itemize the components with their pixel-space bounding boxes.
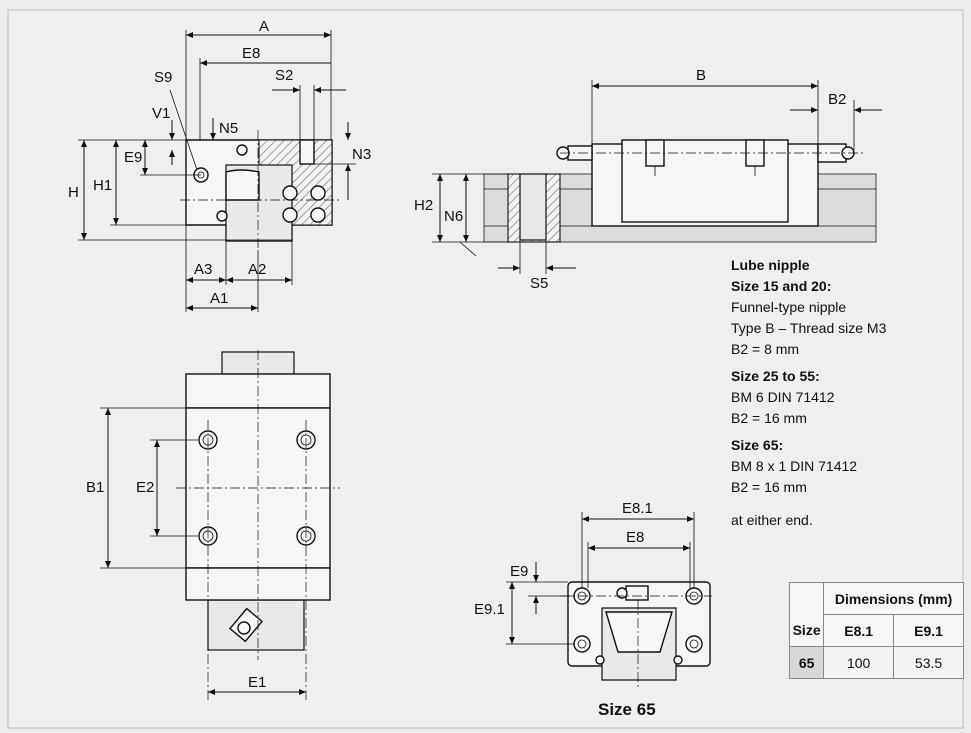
label-e1: E1 [248,674,266,691]
table-header-e91: E9.1 [893,614,964,647]
grease-nipple-icon [228,607,264,643]
notes-group1-b2: B2 = 8 mm [731,341,800,357]
notes-group3-line1: BM 8 x 1 DIN 71412 [731,458,858,474]
table-cell-e81: 100 [823,646,895,679]
label-n5: N5 [219,120,238,137]
notes-group1-line2: Type B – Thread size M3 [731,320,887,336]
notes-group1-head: Size 15 and 20: [731,278,832,294]
top-view: B1 E2 E1 [86,350,340,700]
side-view: B B2 H2 N6 S5 [414,67,882,292]
front-view: A E8 S2 S9 V1 N5 N3 E9 H H1 A3 A2 A1 [68,18,371,312]
label-h2: H2 [414,197,433,214]
label-v1: V1 [152,105,170,122]
notes-group3-head: Size 65: [731,437,784,453]
table-header-dimensions: Dimensions (mm) [823,582,964,615]
size65-view: E8.1 E8 E9 E9.1 [474,500,712,690]
label-b: B [696,67,706,84]
label-s2: S2 [275,67,293,84]
notes-group2-head: Size 25 to 55: [731,368,820,384]
label-b2: B2 [828,91,846,108]
lube-nipple-notes: Lube nipple Size 15 and 20: Funnel-type … [731,255,961,531]
notes-group2-b2: B2 = 16 mm [731,410,807,426]
table-cell-size: 65 [788,646,825,679]
label-s5: S5 [530,275,548,292]
table-cell-e91: 53.5 [893,646,964,679]
label-a2: A2 [248,261,266,278]
notes-group2-line1: BM 6 DIN 71412 [731,389,835,405]
label-b1: B1 [86,479,104,496]
label-s9: S9 [154,69,172,86]
label-e9: E9 [124,149,142,166]
label-e8-1: E8.1 [622,500,653,517]
label-e8: E8 [242,45,260,62]
label-h1: H1 [93,177,112,194]
dimensions-table: Size Dimensions (mm) E8.1 E9.1 65 100 53… [788,582,964,679]
label-a: A [259,18,269,35]
notes-footer: at either end. [731,512,813,528]
label-n6: N6 [444,208,463,225]
label-h: H [68,184,79,201]
table-header-size: Size [788,582,825,647]
label-a1: A1 [210,290,228,307]
label-e8-size65: E8 [626,529,644,546]
notes-group1-line1: Funnel-type nipple [731,299,847,315]
label-n3: N3 [352,146,371,163]
label-e2: E2 [136,479,154,496]
label-a3: A3 [194,261,212,278]
notes-title: Lube nipple [731,257,810,273]
label-e9-1: E9.1 [474,601,505,618]
table-header-e81: E8.1 [823,614,895,647]
notes-group3-b2: B2 = 16 mm [731,479,807,495]
size65-caption: Size 65 [598,700,656,719]
label-e9-size65: E9 [510,563,528,580]
